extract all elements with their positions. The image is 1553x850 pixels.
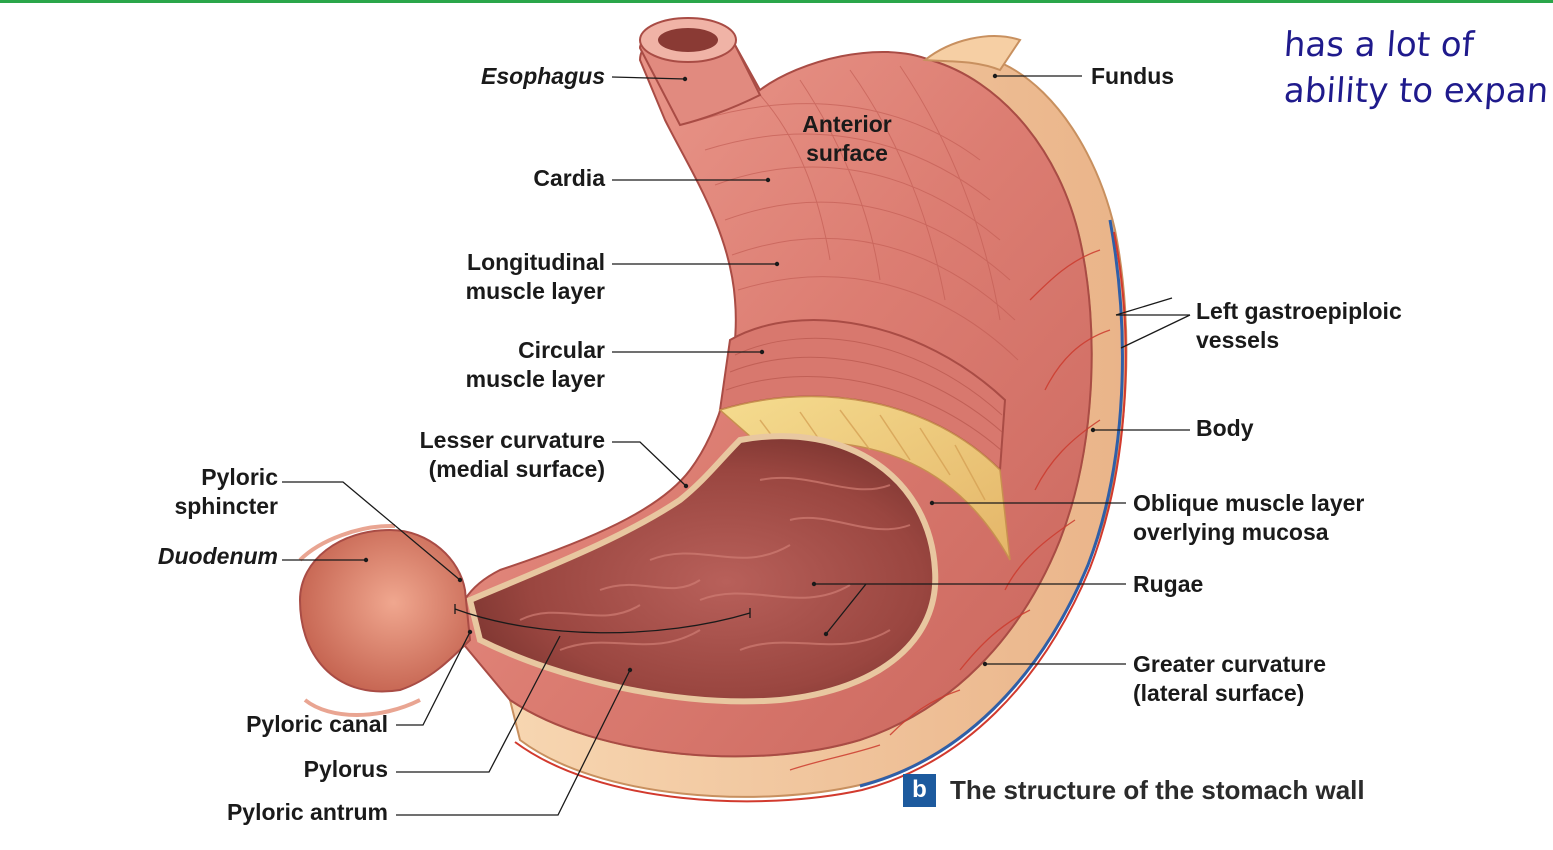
label-anterior-surface: Anterior surface bbox=[786, 110, 908, 168]
label-greater-line1: Greater curvature bbox=[1133, 651, 1327, 677]
label-longitudinal-muscle: Longitudinal muscle layer bbox=[466, 248, 605, 306]
label-body: Body bbox=[1196, 415, 1254, 441]
label-anterior-surface-line2: surface bbox=[806, 140, 888, 166]
label-pylorus: Pylorus bbox=[303, 756, 388, 782]
label-pyloric-canal: Pyloric canal bbox=[246, 711, 388, 737]
label-greater-line2: (lateral surface) bbox=[1133, 680, 1305, 706]
label-longitudinal-line1: Longitudinal bbox=[467, 249, 605, 275]
label-anterior-surface-line1: Anterior bbox=[802, 111, 892, 137]
label-lesser-line2: (medial surface) bbox=[428, 456, 605, 482]
duodenum bbox=[298, 528, 472, 693]
label-esophagus: Esophagus bbox=[481, 63, 605, 89]
label-fundus: Fundus bbox=[1091, 63, 1175, 89]
label-lesser-curvature: Lesser curvature (medial surface) bbox=[420, 426, 605, 484]
label-oblique-line2: overlying mucosa bbox=[1133, 519, 1329, 545]
label-sphincter-line1: Pyloric bbox=[201, 464, 278, 490]
label-gastroepiploic-line1: Left gastroepiploic bbox=[1196, 298, 1402, 324]
caption-letter-badge: b bbox=[903, 773, 936, 807]
caption-text: The structure of the stomach wall bbox=[950, 774, 1365, 805]
label-greater-curvature: Greater curvature (lateral surface) bbox=[1133, 650, 1326, 708]
label-oblique-line1: Oblique muscle layer bbox=[1133, 490, 1365, 516]
leader-lines bbox=[282, 75, 1191, 816]
label-pyloric-sphincter: Pyloric sphincter bbox=[174, 463, 278, 521]
label-longitudinal-line2: muscle layer bbox=[465, 278, 605, 304]
label-gastroepiploic-line2: vessels bbox=[1196, 327, 1280, 353]
label-rugae: Rugae bbox=[1133, 571, 1204, 597]
rugae-folds bbox=[519, 476, 911, 651]
figure-caption: b The structure of the stomach wall bbox=[903, 773, 1365, 807]
label-oblique-muscle: Oblique muscle layer overlying mucosa bbox=[1133, 489, 1364, 547]
label-duodenum: Duodenum bbox=[157, 543, 278, 569]
label-cardia: Cardia bbox=[533, 165, 605, 191]
label-lesser-line1: Lesser curvature bbox=[419, 427, 605, 453]
top-accent-bar bbox=[0, 0, 1553, 3]
label-circular-muscle: Circular muscle layer bbox=[466, 336, 605, 394]
vessels bbox=[789, 249, 1111, 771]
label-pyloric-antrum: Pyloric antrum bbox=[226, 799, 388, 825]
label-left-gastroepiploic: Left gastroepiploic vessels bbox=[1196, 297, 1402, 355]
mucosa-window bbox=[466, 433, 939, 705]
muscle-fibers bbox=[699, 65, 1019, 361]
handwritten-note-line2: ability to expan bbox=[1282, 71, 1550, 111]
handwritten-note: has a lot of ability to expan bbox=[1282, 22, 1550, 114]
label-circular-line2: muscle layer bbox=[465, 366, 605, 392]
label-circular-line1: Circular bbox=[518, 337, 605, 363]
label-sphincter-line2: sphincter bbox=[174, 493, 278, 519]
handwritten-note-line1: has a lot of bbox=[1282, 25, 1476, 65]
